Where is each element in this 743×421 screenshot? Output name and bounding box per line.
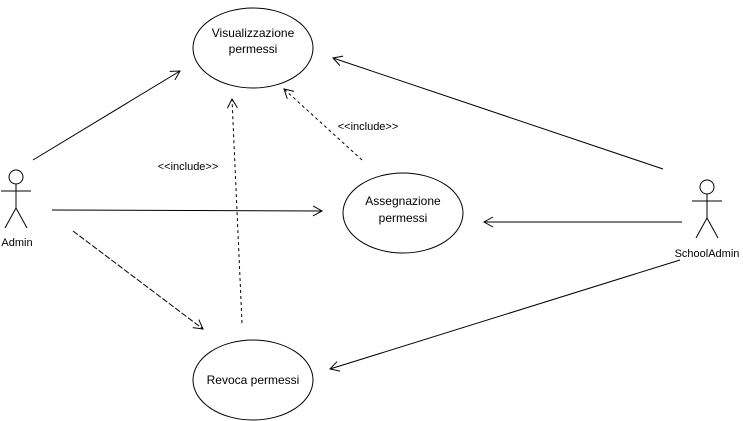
- use-case-assegnazione-permessi[interactable]: Assegnazione permessi: [342, 172, 464, 254]
- actor-schooladmin[interactable]: SchoolAdmin: [675, 179, 740, 260]
- actor-left-leg: [695, 217, 708, 239]
- association-admin-assegnazione: [51, 205, 324, 217]
- association-admin-revoca: [72, 230, 204, 330]
- use-case-label: Revoca permessi: [207, 373, 300, 387]
- use-case-revoca-permessi[interactable]: Revoca permessi: [192, 339, 314, 421]
- association-admin-visualizzazione: [32, 70, 181, 161]
- actor-head: [699, 179, 715, 195]
- actor-head: [8, 169, 24, 185]
- use-case-label-line1: Assegnazione: [365, 194, 441, 208]
- actor-label: SchoolAdmin: [675, 248, 740, 260]
- association-schooladmin-revoca: [329, 259, 681, 372]
- association-schooladmin-visualizzazione: [332, 55, 664, 170]
- actor-label: Admin: [1, 237, 32, 249]
- use-case-ellipse: [342, 172, 464, 254]
- actor-right-leg: [15, 207, 28, 229]
- use-case-ellipse: [192, 339, 314, 421]
- include-revoca-visualizzazione: [226, 97, 243, 324]
- use-case-label-line1: Visualizzazione: [212, 26, 295, 40]
- use-case-label-line2: permessi: [379, 211, 428, 225]
- actor-left-leg: [4, 207, 17, 229]
- actor-admin[interactable]: Admin: [1, 169, 33, 249]
- use-case-label-line2: permessi: [229, 42, 278, 56]
- include-label-assegnazione: <<include>>: [338, 121, 399, 133]
- actor-right-leg: [706, 217, 719, 239]
- use-case-visualizzazione-permessi[interactable]: Visualizzazione permessi: [192, 7, 314, 89]
- use-case-ellipse: [192, 7, 314, 89]
- include-label-revoca: <<include>>: [158, 161, 219, 173]
